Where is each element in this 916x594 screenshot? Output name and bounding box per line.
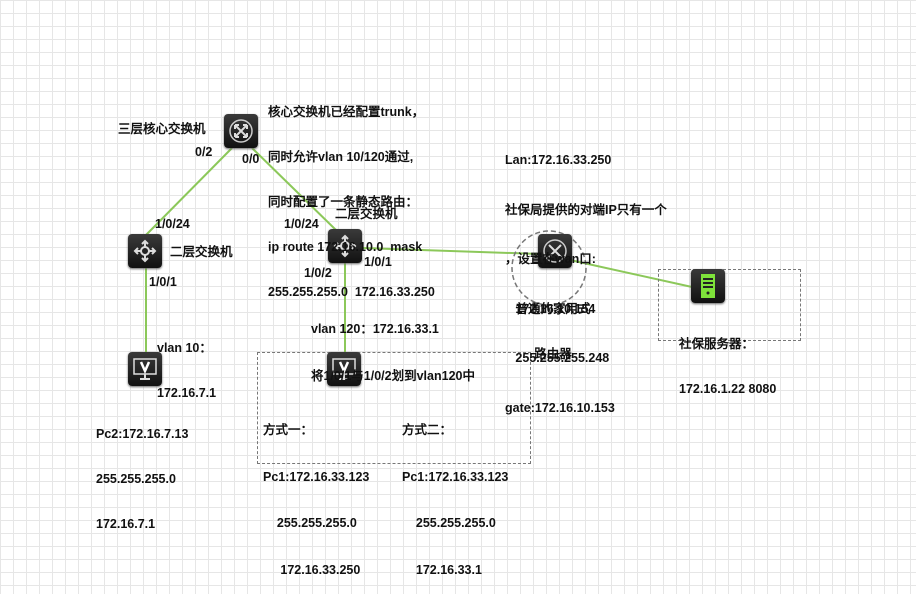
right-switch-port-right: 1/0/1 [364,255,392,269]
left-switch-port-down: 1/0/1 [149,275,177,289]
pc2-gateway: 172.16.7.1 [96,517,156,531]
links [144,147,693,352]
note-line: 社保局提供的对端IP只有一个 [505,202,667,217]
right-switch-label: 二层交换机 [335,207,398,221]
note-line: 255.255.255.0 172.16.33.250 [268,285,435,299]
right-switch-icon[interactable] [328,229,362,263]
note-line: ip route 172.16.10.0 mask [268,240,423,254]
pc2-mask: 255.255.255.0 [96,472,176,486]
right-switch-port-down: 1/0/2 [304,266,332,280]
label-line: 172.16.1.22 8080 [679,382,777,396]
pc1-ip: Pc1:172.16.33.123 [402,469,509,484]
router-icon[interactable] [538,234,572,268]
note-line: 将1/0/1与1/0/2划到vlan120中 [311,369,475,383]
core-port-left: 0/2 [195,145,213,159]
method-title: 方式二： [402,423,453,437]
note-line: vlan 120：172.16.33.1 [311,322,439,336]
core-switch-icon[interactable] [224,114,258,148]
note-line: 255.255.255.248 [505,351,610,365]
link-right-router [361,247,541,255]
core-switch-label: 三层核心交换机 [118,122,206,136]
note-line: 172.16.7.1 [157,386,217,400]
note-line: gate:172.16.10.153 [505,400,615,415]
note-line: ，设置在wan口: [505,252,596,266]
right-switch-port-up: 1/0/24 [284,217,319,231]
server-label: 社保服务器： 172.16.1.22 8080 [679,307,776,412]
note-line: 同时允许vlan 10/120通过, [268,150,414,164]
note-line: 172.16.10.154 [505,301,596,316]
left-vlan-note: vlan 10： 172.16.7.1 [157,311,216,416]
note-line: 核心交换机已经配置trunk， [268,105,425,119]
pc2-config: Pc2:172.16.7.13 255.255.255.0 172.16.7.1 [96,397,188,547]
pc1-method1: 方式一： Pc1:172.16.33.123 255.255.255.0 172… [263,392,369,594]
method-title: 方式一： [263,423,314,437]
label-line: 社保服务器： [679,337,755,351]
router-note: Lan:172.16.33.250 社保局提供的对端IP只有一个 ，设置在wan… [505,119,667,433]
note-line: vlan 10： [157,341,212,355]
pc1-group-box [257,352,531,464]
left-switch-port-up: 1/0/24 [155,217,190,231]
router-label: 普通的家用式 路由器 [510,272,596,377]
pc2-ip: Pc2:172.16.7.13 [96,427,189,441]
pc1-monitor-icon[interactable] [327,352,361,386]
pc2-monitor-icon[interactable] [128,352,162,386]
left-switch-icon[interactable] [128,234,162,268]
link-core-right [251,147,339,233]
server-icon[interactable] [691,269,725,303]
note-line: 同时配置了一条静态路由： [268,195,419,209]
link-core-left [144,147,233,237]
left-switch-label: 二层交换机 [170,245,233,259]
label-line: 路由器 [534,347,572,361]
router-dashed-circle [511,230,587,306]
pc1-ip: Pc1:172.16.33.123 [263,469,370,484]
core-switch-note: 核心交换机已经配置trunk， 同时允许vlan 10/120通过, 同时配置了… [268,75,435,315]
label-line: 普通的家用式 [515,302,591,316]
right-vlan-note: vlan 120：172.16.33.1 将1/0/1与1/0/2划到vlan1… [311,292,475,399]
core-port-right: 0/0 [242,152,260,166]
pc1-mask: 255.255.255.0 [402,516,496,530]
pc1-method2: 方式二： Pc1:172.16.33.123 255.255.255.0 172… [402,392,508,594]
note-line: Lan:172.16.33.250 [505,153,612,167]
pc1-mask: 255.255.255.0 [263,516,357,530]
server-group-box [658,269,801,341]
link-router-server [569,259,693,288]
